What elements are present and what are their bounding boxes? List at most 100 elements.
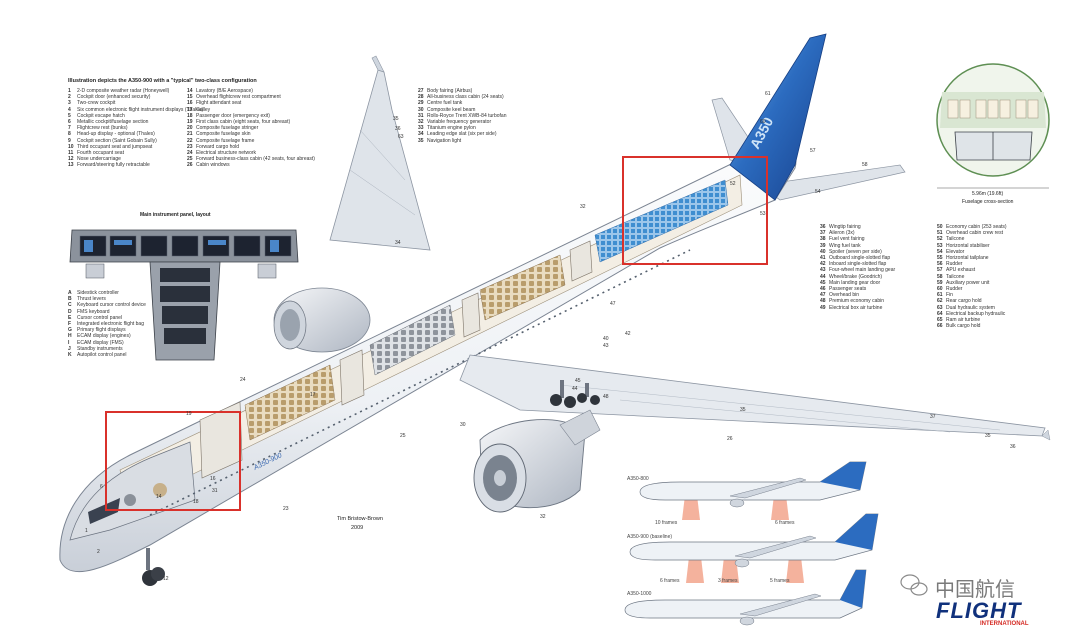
svg-text:36: 36	[1010, 444, 1016, 450]
key-text: Electrical structure network	[196, 150, 257, 157]
key-number: 64	[937, 310, 943, 317]
key-text: Navigation light	[427, 137, 462, 144]
key-number: K	[68, 352, 72, 359]
key-number: 56	[937, 261, 943, 268]
svg-text:61: 61	[765, 91, 771, 97]
key-text: Cockpit section (Saint Gobain Sully)	[77, 137, 157, 144]
key-number: 8	[68, 131, 71, 138]
key-number: 27	[418, 88, 424, 94]
key-number: D	[68, 308, 72, 315]
key-text: Electrical backup hydraulic	[946, 310, 1006, 317]
key-text: Composite fuselage stringer	[196, 125, 259, 132]
key-number: 28	[418, 94, 424, 101]
key-text: Aileron (3x)	[829, 230, 855, 237]
left-wing	[329, 69, 431, 251]
right-wing	[459, 354, 1046, 437]
key-text: Forward business-class cabin (42 seats, …	[196, 156, 315, 163]
key-text: APU exhaust	[946, 267, 976, 274]
svg-text:24: 24	[240, 377, 246, 383]
key-text: ECAM display (FMS)	[77, 339, 124, 346]
key-number: H	[68, 333, 72, 340]
key-text: Bulk cargo hold	[946, 323, 981, 330]
svg-text:47: 47	[610, 301, 616, 307]
key-text: Tailcone	[946, 236, 965, 243]
key-number: 35	[418, 137, 424, 144]
key-number: 20	[187, 125, 193, 132]
key-number: 58	[937, 273, 943, 280]
key-text: Galley	[196, 106, 211, 113]
svg-text:34: 34	[395, 240, 401, 246]
artist-credit-year: 2009	[351, 525, 364, 531]
key-number: 36	[820, 224, 826, 230]
key-number: 52	[937, 236, 943, 243]
key-number: 26	[187, 162, 193, 169]
key-text: Sidestick controller	[77, 290, 119, 296]
key-number: 62	[937, 298, 943, 305]
key-text: Ram air turbine	[946, 317, 981, 324]
key-number: 11	[68, 150, 74, 157]
left-engine	[273, 287, 371, 353]
variant-label-1000: A350-1000	[627, 591, 652, 597]
key-number: 19	[187, 119, 193, 126]
instrument-panel-illustration	[69, 229, 299, 361]
key-item: 5 Cockpit escape hatch	[68, 113, 203, 119]
key-text: Centre fuel tank	[427, 100, 463, 107]
key-text: Rudder	[946, 286, 963, 293]
key-number: 6	[68, 119, 71, 126]
key-number: 41	[820, 255, 826, 262]
highlight-box-tail-section	[622, 156, 768, 265]
svg-text:1: 1	[85, 528, 88, 534]
key-number: 43	[820, 267, 826, 274]
frames-label-1000-left: 6 frames	[660, 578, 680, 584]
key-number: 48	[820, 298, 826, 305]
key-text: Titanium engine pylon	[427, 125, 476, 132]
key-text: Four-wheel main landing gear	[829, 267, 896, 274]
key-number: 5	[68, 112, 71, 119]
key-number: 1	[68, 88, 71, 94]
svg-text:30: 30	[460, 422, 466, 428]
key-text: Overhead bin	[829, 292, 860, 299]
svg-text:2: 2	[97, 549, 100, 555]
key-number: 17	[187, 106, 193, 113]
key-number: 9	[68, 137, 71, 144]
key-text: Integrated electronic flight bag	[77, 321, 144, 328]
key-text: Fin	[946, 292, 953, 299]
key-number: 10	[68, 143, 74, 150]
key-number: 15	[187, 94, 193, 101]
key-number: 60	[937, 286, 943, 293]
svg-text:16: 16	[210, 476, 216, 482]
key-number: 53	[937, 242, 943, 249]
key-text: Primary flight displays	[77, 327, 126, 334]
key-text: Cockpit escape hatch	[77, 112, 125, 119]
svg-text:31: 31	[212, 488, 218, 494]
frames-label-800-left: 10 frames	[655, 520, 678, 526]
key-text: Composite fuselage frame	[196, 137, 255, 144]
key-text: Two-crew cockpit	[77, 100, 116, 107]
svg-text:35: 35	[393, 116, 399, 122]
svg-text:14: 14	[156, 494, 162, 500]
key-number: 3	[68, 100, 71, 107]
svg-text:45: 45	[575, 378, 581, 384]
